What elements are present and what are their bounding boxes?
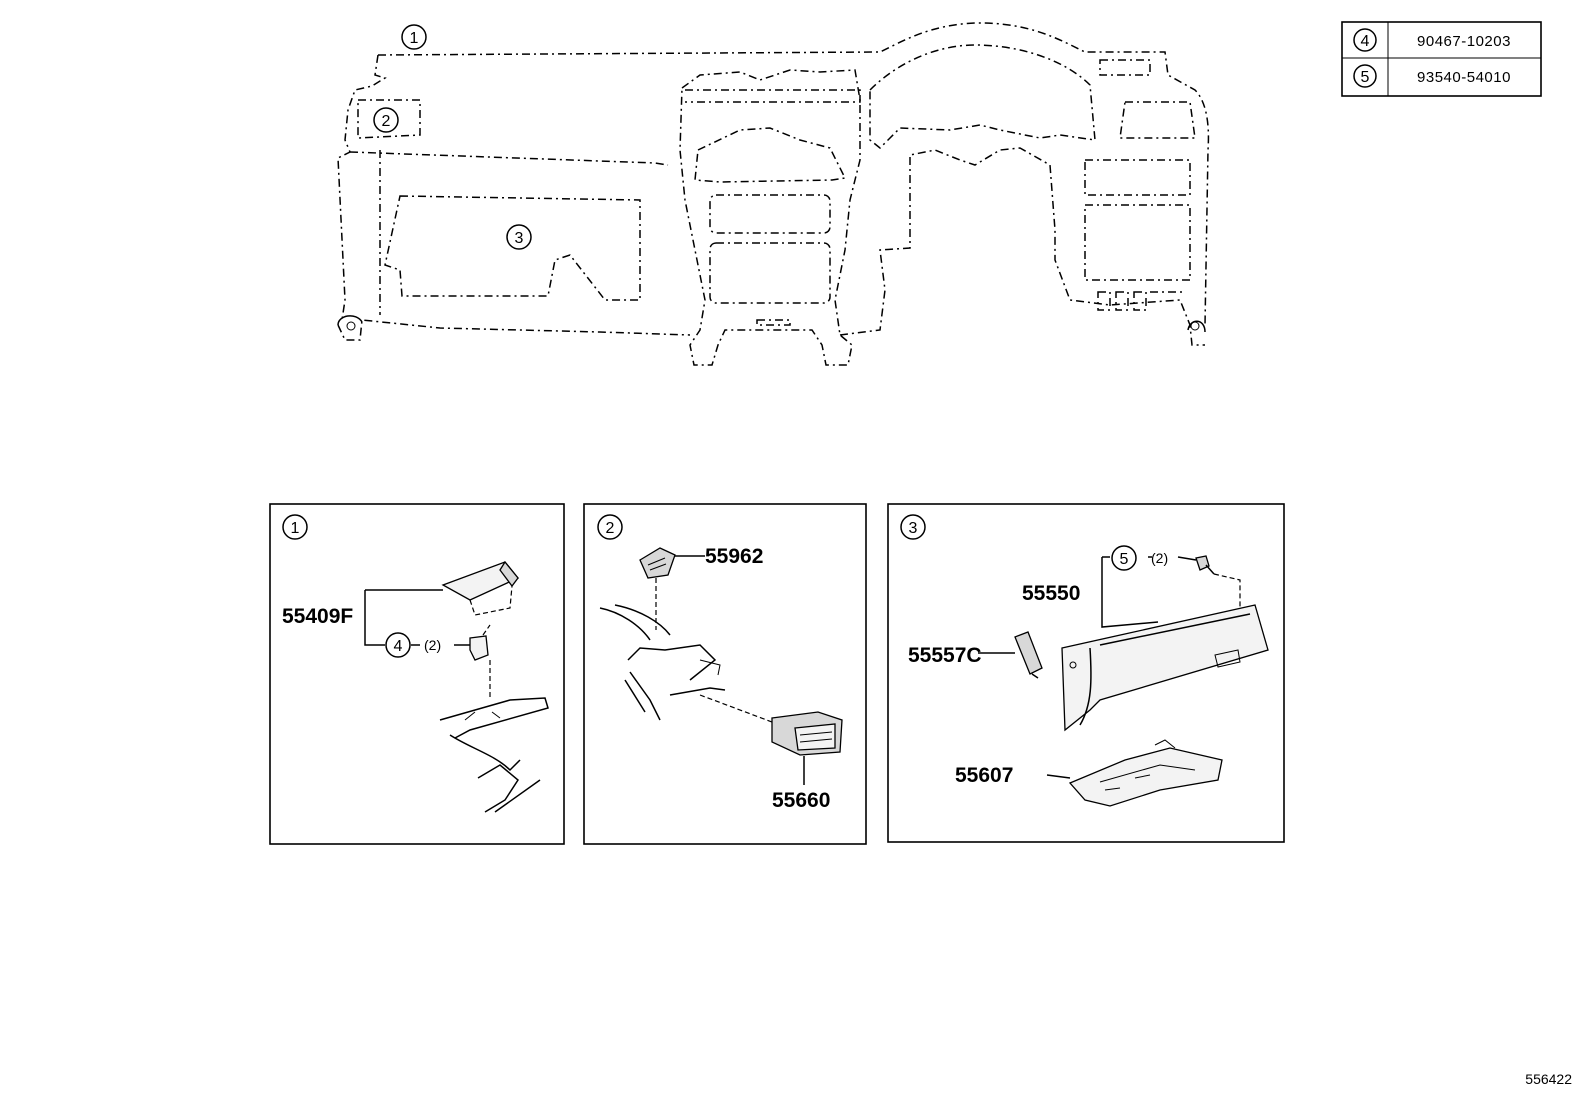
part-label-55550: 55550: [1022, 582, 1080, 605]
detail-1-label: 1: [291, 520, 300, 537]
parts-table: 4 90467-10203 5 93540-54010: [1341, 21, 1542, 97]
part-label-55607: 55607: [955, 764, 1013, 787]
callout-1: 1: [401, 24, 427, 50]
callout-2: 2: [373, 107, 399, 133]
detail-2-panel: 2 55962 55660: [583, 503, 867, 845]
clip-ref: 4: [394, 638, 403, 655]
vent-trim-part: [639, 547, 676, 579]
part-number: 93540-54010: [1417, 69, 1511, 86]
lower-cover-part: [1068, 747, 1223, 807]
part-label-55557C: 55557C: [908, 644, 982, 667]
parts-table-row: 5 93540-54010: [1353, 64, 1511, 88]
clip-part: [469, 635, 489, 661]
screw-ref: 5: [1120, 551, 1129, 568]
callout-3: 3: [506, 224, 532, 250]
figure-id: 556422: [1525, 1071, 1572, 1087]
glove-box-part: [1061, 604, 1269, 732]
screw-qty: (2): [1151, 550, 1168, 566]
detail-2-label: 2: [606, 520, 615, 537]
ref-number: 4: [1361, 33, 1370, 50]
damper-part: [1014, 631, 1043, 675]
instrument-panel-overview: [337, 22, 1210, 366]
part-label-55660: 55660: [772, 789, 830, 812]
detail-1-panel: 1 55409F 4 (2): [269, 503, 565, 845]
detail-3-panel: 3 5 (2) 55550 55557C 55607: [887, 503, 1285, 843]
ref-number: 5: [1361, 69, 1370, 86]
part-number: 90467-10203: [1417, 33, 1511, 50]
part-label-55409F: 55409F: [282, 605, 353, 628]
screw-part: [1195, 555, 1210, 571]
part-label-55962: 55962: [705, 545, 763, 568]
callout-1-label: 1: [410, 30, 419, 47]
callout-3-label: 3: [515, 230, 524, 247]
clip-qty: (2): [424, 637, 441, 653]
detail-3-label: 3: [909, 520, 918, 537]
parts-table-row: 4 90467-10203: [1353, 28, 1511, 52]
callout-2-label: 2: [382, 113, 391, 130]
